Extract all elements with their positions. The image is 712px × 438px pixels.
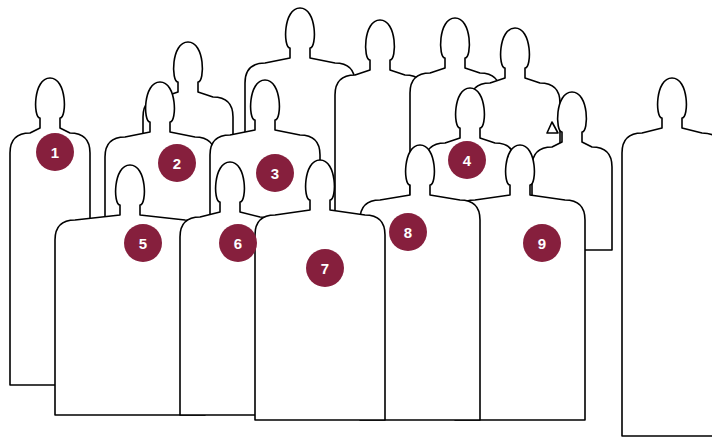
callout-number: 4 — [463, 153, 471, 168]
circle-fill — [158, 144, 196, 182]
callout-circle: 4 — [448, 141, 486, 179]
circle-fill — [389, 213, 427, 251]
circle-fill — [124, 224, 162, 262]
circle-fill — [448, 141, 486, 179]
callout-circle: 2 — [158, 144, 196, 182]
callout-number: 2 — [173, 156, 181, 171]
person-silhouette — [622, 78, 712, 436]
circle-fill — [219, 224, 257, 262]
callout-number: 1 — [51, 145, 59, 160]
callout-number: 3 — [271, 166, 279, 181]
callout-circle: 3 — [256, 154, 294, 192]
small-triangle-mark — [547, 122, 558, 133]
callout-number: 5 — [139, 236, 147, 251]
callout-circle: 5 — [124, 224, 162, 262]
callout-circle: 6 — [219, 224, 257, 262]
callout-circle: 8 — [389, 213, 427, 251]
callout-number: 6 — [234, 236, 242, 251]
callout-circle: 9 — [523, 224, 561, 262]
circle-fill — [306, 249, 344, 287]
circle-fill — [36, 133, 74, 171]
circle-fill — [523, 224, 561, 262]
callout-number: 8 — [404, 225, 412, 240]
callout-circle: 7 — [306, 249, 344, 287]
callout-number: 7 — [321, 261, 329, 276]
person-silhouette — [255, 160, 385, 420]
callout-number: 9 — [538, 236, 546, 251]
callout-circle: 1 — [36, 133, 74, 171]
circle-fill — [256, 154, 294, 192]
